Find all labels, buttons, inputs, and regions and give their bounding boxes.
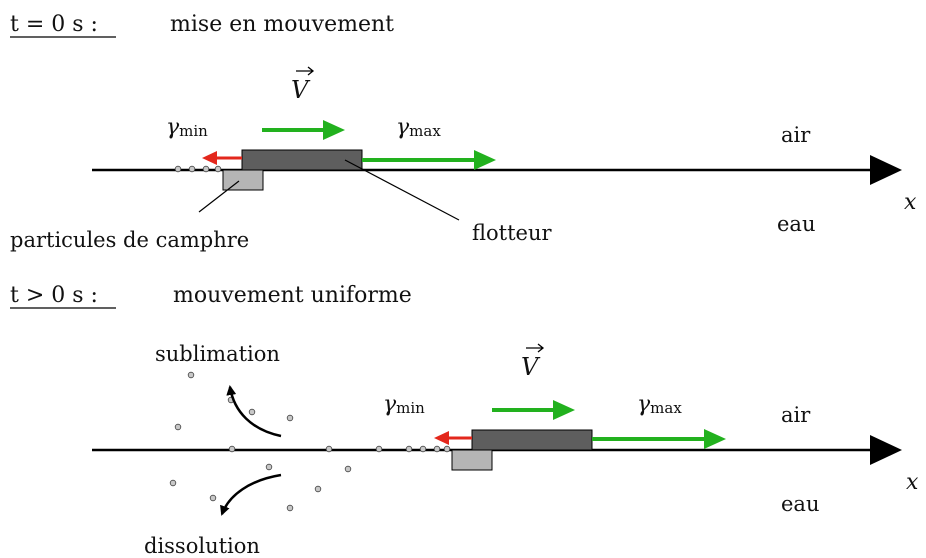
panel1-float-label: flotteur: [472, 221, 552, 245]
panel1-water-label: eau: [777, 212, 815, 236]
panel2-gamma-max-label: γmax: [637, 392, 682, 417]
camphor-particle: [419, 445, 427, 453]
panel2-velocity-arrow: [492, 400, 575, 420]
panel2-air-particles: [174, 371, 294, 431]
panel2-water-label: eau: [781, 492, 819, 516]
camphor-particle: [443, 445, 451, 453]
camphor-particle: [325, 445, 333, 453]
panel1-float-pointer: [344, 159, 460, 221]
panel2-axis-arrowhead-icon: [870, 435, 902, 465]
panel2-water-particles: [169, 463, 352, 512]
camphor-particle: [248, 408, 256, 416]
panel1-air-label: air: [781, 123, 811, 147]
camphor-particle: [169, 479, 177, 487]
panel2-camphor-block: [451, 449, 493, 471]
panel2-surface-particles: [228, 445, 451, 453]
camphor-particle: [433, 445, 441, 453]
panel2-gamma-min-arrow: [434, 431, 472, 445]
camphor-particle: [174, 423, 182, 431]
panel1-camphor-block: [222, 169, 264, 191]
camphor-particle: [174, 165, 182, 173]
panel2-dissolution-label: dissolution: [144, 534, 260, 558]
panel2-title: mouvement uniforme: [173, 283, 412, 308]
camphor-particle: [209, 494, 217, 502]
panel2-velocity-label: V: [521, 343, 545, 381]
panel2-air-label: air: [781, 403, 811, 427]
panel2-float: [471, 429, 593, 451]
panel1-gamma-max-arrow: [362, 150, 496, 170]
panel1-velocity-arrow: [262, 120, 345, 140]
panel2-gamma-min-label: γmin: [383, 392, 425, 417]
panel2-gamma-max-arrow: [592, 429, 726, 449]
panel1-float: [241, 149, 363, 171]
panel1-title: mise en mouvement: [170, 12, 394, 37]
dissolution-arrow-icon: [220, 473, 282, 516]
panel1-camphor-pointer: [198, 180, 240, 213]
camphor-particle: [188, 165, 196, 173]
panel1-velocity-label: V: [291, 66, 315, 104]
camphor-particle: [286, 414, 294, 422]
camphor-particle: [214, 165, 222, 173]
panel1-gamma-min-arrow: [202, 151, 242, 165]
panel1-gamma-max-label: γmax: [396, 115, 441, 140]
panel1-gamma-min-label: γmin: [166, 115, 208, 140]
panel2-sublimation-label: sublimation: [155, 342, 280, 366]
panel2-velocity-letter: V: [521, 353, 541, 381]
camphor-particle: [405, 445, 413, 453]
panel1-vector-arrow-icon: [296, 66, 315, 76]
panel2-vector-arrow-icon: [526, 343, 545, 353]
panel1-axis-x-label: x: [904, 190, 917, 215]
camphor-particle: [344, 465, 352, 473]
panel1-velocity-letter: V: [291, 76, 311, 104]
panel-initial: t = 0 s : mise en mouvement V γmin γmax: [10, 12, 917, 252]
panel2-axis-x-label: x: [906, 470, 919, 495]
camphor-particle: [375, 445, 383, 453]
camphor-particle: [228, 445, 236, 453]
camphor-particle: [187, 371, 195, 379]
panel2-time-label: t > 0 s :: [10, 283, 98, 308]
camphor-particle: [286, 504, 294, 512]
panel-uniform: t > 0 s : mouvement uniforme sublimation…: [10, 283, 919, 558]
camphor-particle: [314, 485, 322, 493]
camphor-particle: [202, 165, 210, 173]
panel1-camphor-label: particules de camphre: [10, 228, 249, 252]
panel1-axis-arrowhead-icon: [870, 155, 902, 185]
panel1-camphor-particles: [174, 165, 222, 173]
sublimation-arrow-icon: [226, 385, 282, 438]
camphor-particle: [265, 463, 273, 471]
panel1-time-label: t = 0 s :: [10, 12, 98, 37]
